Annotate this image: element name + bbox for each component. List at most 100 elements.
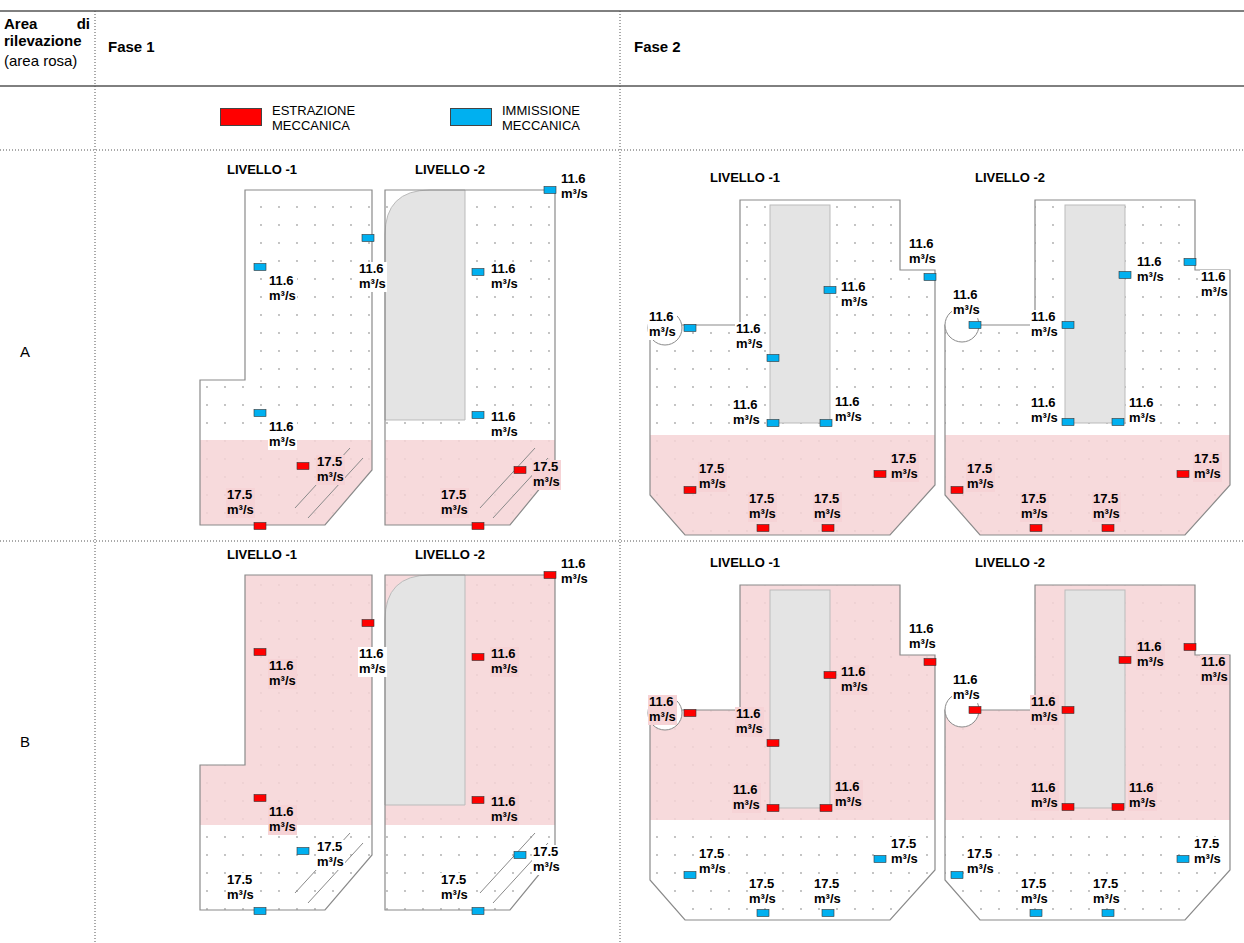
row-label: B	[20, 733, 30, 750]
vent-marker	[1184, 644, 1196, 651]
airflow-value: 11.6 m³/s	[560, 557, 589, 587]
vent-marker	[874, 856, 886, 863]
plan-outline	[200, 575, 372, 910]
airflow-value: 11.6 m³/s	[834, 395, 863, 425]
column-heading: Fase 2	[634, 38, 681, 55]
vent-marker	[1030, 525, 1042, 532]
ramp-line	[480, 833, 535, 893]
survey-area	[195, 565, 505, 825]
airflow-value: 11.6 m³/s	[1030, 781, 1059, 811]
airflow-value: 17.5 m³/s	[748, 877, 777, 907]
vent-marker	[1119, 272, 1131, 279]
airflow-value: 17.5 m³/s	[1193, 837, 1222, 867]
level-title: LIVELLO -2	[973, 556, 1047, 571]
vent-marker	[514, 852, 526, 859]
airflow-value: 11.6 m³/s	[268, 420, 297, 450]
vent-marker	[472, 269, 484, 276]
vent-marker	[924, 274, 936, 281]
vent-marker	[767, 740, 779, 747]
vent-marker	[824, 672, 836, 679]
airflow-value: 11.6 m³/s	[268, 805, 297, 835]
vent-marker	[544, 572, 556, 579]
plan-outline	[945, 200, 1230, 535]
column-note: (area rosa)	[4, 52, 77, 69]
airflow-value: 17.5 m³/s	[316, 840, 345, 870]
vent-marker	[1102, 525, 1114, 532]
vent-marker	[951, 872, 963, 879]
airflow-value: 17.5 m³/s	[440, 873, 469, 903]
airflow-value: 11.6 m³/s	[735, 707, 764, 737]
ramp-line	[295, 833, 350, 893]
table-divider	[0, 150, 1244, 151]
survey-area	[640, 570, 950, 820]
vent-marker	[767, 805, 779, 812]
vent-marker	[472, 654, 484, 661]
airflow-value: 11.6 m³/s	[358, 647, 387, 677]
excluded-area	[770, 590, 830, 808]
airflow-value: 17.5 m³/s	[1193, 452, 1222, 482]
airflow-value: 17.5 m³/s	[226, 873, 255, 903]
vent-marker	[767, 355, 779, 362]
vent-marker	[1062, 707, 1074, 714]
vent-marker	[514, 467, 526, 474]
vent-marker	[757, 910, 769, 917]
vent-marker	[1184, 259, 1196, 266]
airflow-value: 17.5 m³/s	[698, 847, 727, 877]
vent-marker	[1119, 657, 1131, 664]
vent-marker	[1102, 910, 1114, 917]
vent-marker	[822, 525, 834, 532]
survey-area	[935, 435, 1244, 555]
airflow-value: 11.6 m³/s	[648, 310, 677, 340]
legend-text: IMMISSIONE MECCANICA	[502, 104, 580, 134]
floor-plan	[380, 185, 690, 550]
vent-marker	[924, 659, 936, 666]
airflow-value: 17.5 m³/s	[1092, 877, 1121, 907]
airflow-value: 11.6 m³/s	[1200, 270, 1229, 300]
airflow-value: 17.5 m³/s	[748, 492, 777, 522]
floor-plan	[935, 190, 1244, 555]
airflow-value: 11.6 m³/s	[490, 410, 519, 440]
level-title: LIVELLO -1	[225, 548, 299, 563]
plan-outline	[385, 575, 555, 910]
airflow-value: 11.6 m³/s	[735, 322, 764, 352]
vent-marker	[472, 797, 484, 804]
vent-marker	[297, 848, 309, 855]
level-title: LIVELLO -2	[413, 548, 487, 563]
ramp-circle	[648, 696, 682, 730]
vent-marker	[1177, 856, 1189, 863]
airflow-value: 11.6 m³/s	[490, 647, 519, 677]
vent-marker	[951, 487, 963, 494]
airflow-value: 11.6 m³/s	[1128, 781, 1157, 811]
vent-marker	[297, 463, 309, 470]
airflow-value: 11.6 m³/s	[952, 673, 981, 703]
airflow-value: 11.6 m³/s	[952, 288, 981, 318]
airflow-value: 11.6 m³/s	[908, 237, 937, 267]
floor-plan	[195, 565, 505, 930]
table-rule	[0, 86, 1244, 87]
airflow-value: 11.6 m³/s	[268, 274, 297, 304]
vent-marker	[254, 795, 266, 802]
vent-marker	[969, 322, 981, 329]
row-label: A	[20, 343, 30, 360]
airflow-value: 11.6 m³/s	[1030, 695, 1059, 725]
level-title: LIVELLO -2	[973, 171, 1047, 186]
airflow-value: 17.5 m³/s	[1020, 492, 1049, 522]
airflow-value: 11.6 m³/s	[268, 659, 297, 689]
vent-marker	[254, 523, 266, 530]
vent-marker	[822, 910, 834, 917]
vent-marker	[684, 710, 696, 717]
plan-outline	[650, 585, 935, 920]
airflow-value: 11.6 m³/s	[1128, 396, 1157, 426]
airflow-value: 11.6 m³/s	[908, 622, 937, 652]
excluded-area	[770, 205, 830, 423]
airflow-value: 11.6 m³/s	[1136, 640, 1165, 670]
vent-marker	[1062, 322, 1074, 329]
vent-marker	[1062, 419, 1074, 426]
vent-marker	[472, 908, 484, 915]
excluded-area	[1065, 590, 1125, 808]
table-rule	[0, 11, 1244, 12]
airflow-value: 17.5 m³/s	[966, 847, 995, 877]
vent-marker	[472, 412, 484, 419]
vent-marker	[1030, 910, 1042, 917]
level-title: LIVELLO -1	[225, 163, 299, 178]
